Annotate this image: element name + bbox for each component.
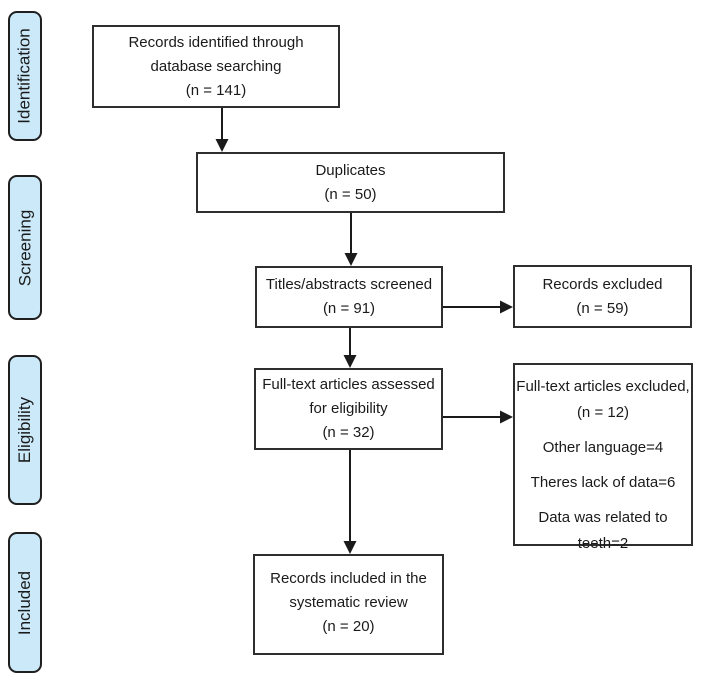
box-records-included-text: Records included in the systematic revie… — [270, 570, 427, 635]
stage-label-screening-text: Screening — [15, 209, 34, 286]
box-duplicates-text: Duplicates (n = 50) — [315, 161, 386, 203]
fulltext-excluded-reason-teeth: Data was related to teeth=2 — [538, 509, 668, 552]
box-fulltext-assessed: Full-text articles assessed for eligibil… — [254, 368, 443, 450]
box-fulltext-assessed-text: Full-text articles assessed for eligibil… — [262, 376, 435, 441]
fulltext-excluded-reason-lack-of-data: Theres lack of data=6 — [530, 474, 676, 491]
box-records-excluded: Records excluded (n = 59) — [513, 265, 692, 328]
stage-label-included-text: Included — [15, 570, 34, 635]
stage-label-included: Included — [8, 532, 42, 673]
box-records-identified-text: Records identified through database sear… — [128, 33, 304, 99]
stage-label-eligibility-text: Eligibility — [15, 396, 35, 464]
box-records-excluded-text: Records excluded (n = 59) — [542, 275, 663, 317]
box-duplicates: Duplicates (n = 50) — [196, 152, 505, 213]
fulltext-excluded-reason-language: Other language=4 — [542, 439, 664, 456]
box-fulltext-excluded: Full-text articles excluded, (n = 12) Ot… — [513, 363, 693, 552]
fulltext-excluded-heading: Full-text articles excluded, (n = 12) — [516, 378, 690, 421]
box-titles-abstracts-screened-text: Titles/abstracts screened (n = 91) — [265, 276, 433, 317]
box-records-identified: Records identified through database sear… — [92, 25, 340, 108]
box-titles-abstracts-screened: Titles/abstracts screened (n = 91) — [255, 266, 443, 328]
stage-label-screening: Screening — [8, 175, 42, 320]
stage-label-identification-text: Identification — [15, 28, 35, 124]
box-records-included: Records included in the systematic revie… — [253, 554, 444, 655]
stage-label-eligibility: Eligibility — [8, 355, 42, 505]
stage-label-identification: Identification — [8, 11, 42, 141]
